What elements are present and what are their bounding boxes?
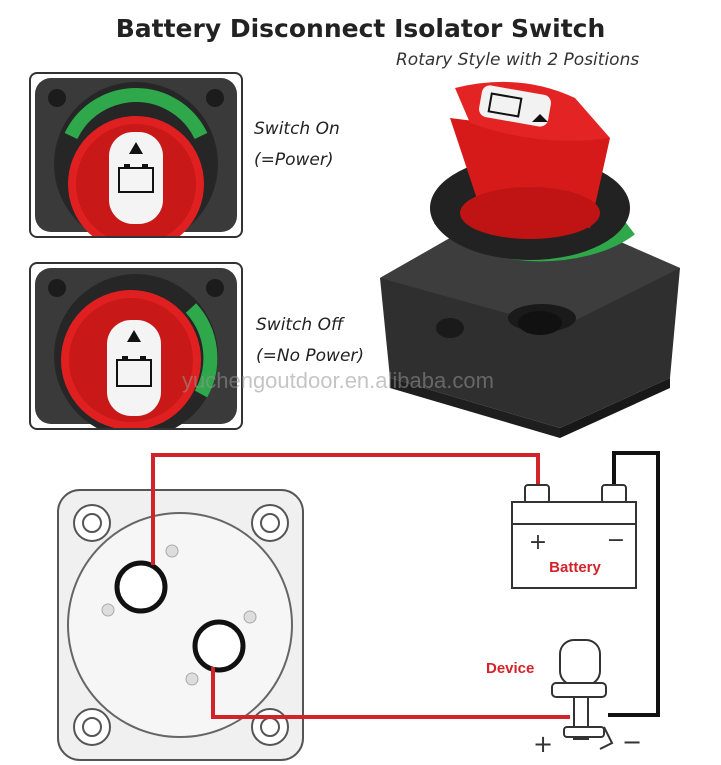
page-title: Battery Disconnect Isolator Switch [115, 14, 606, 43]
switch-on-label: Switch On (=Power) [254, 114, 340, 176]
page-subtitle: Rotary Style with 2 Positions [396, 50, 640, 70]
battery-label: Battery [549, 559, 601, 576]
terminal-top [114, 560, 168, 614]
switch-on-photo [29, 72, 243, 238]
black-wire [608, 451, 660, 717]
device-label: Device [486, 660, 535, 677]
svg-text:+: + [529, 530, 547, 555]
red-wire-device [211, 667, 570, 719]
product-render [380, 81, 680, 438]
outboard-motor-icon [551, 639, 614, 750]
terminal-bottom [192, 619, 246, 673]
svg-text:−: − [607, 528, 625, 553]
red-wire-battery [151, 453, 540, 565]
watermark: yuchengoutdoor.en.alibaba.com [182, 368, 494, 393]
switch-on-note: (=Power) [254, 150, 334, 170]
switch-on-title: Switch On [254, 119, 340, 139]
device-plus: + [533, 730, 553, 758]
switch-off-title: Switch Off [256, 315, 344, 335]
switch-off-photo [29, 262, 243, 430]
wiring-diagram: + − Battery + − [57, 451, 660, 761]
device-minus: − [622, 728, 642, 756]
switch-off-label: Switch Off (=No Power) [256, 310, 364, 372]
switch-off-note: (=No Power) [256, 346, 365, 366]
battery-icon: + − [511, 484, 637, 589]
switch-outline [57, 489, 304, 761]
